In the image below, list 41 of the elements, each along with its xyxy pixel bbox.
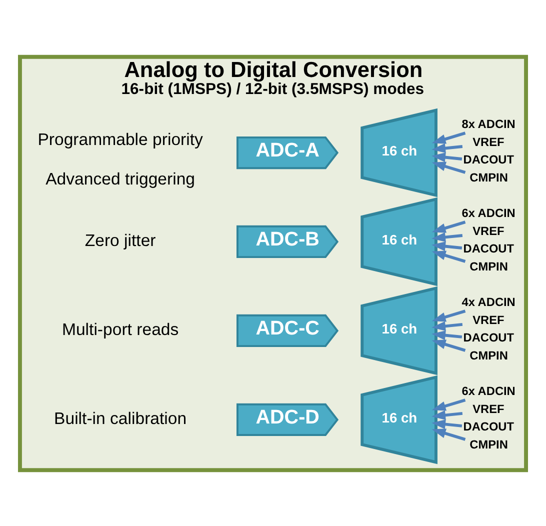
node-text: 8x ADCIN bbox=[462, 116, 516, 131]
arrow bbox=[432, 131, 466, 144]
node-box: 16 ch bbox=[360, 286, 438, 375]
label: Programmable priority bbox=[38, 129, 203, 148]
arrow bbox=[432, 240, 462, 251]
node-text: DACOUT bbox=[463, 152, 514, 166]
arrow bbox=[432, 330, 462, 340]
label: Multi-port reads bbox=[62, 319, 179, 338]
arrow bbox=[432, 142, 463, 153]
arrow bbox=[432, 309, 466, 322]
arrow bbox=[432, 428, 466, 440]
node-box: 16 ch bbox=[360, 108, 438, 197]
label: Zero jitter bbox=[84, 230, 156, 250]
arrow bbox=[432, 398, 466, 410]
node-text: CMPIN bbox=[470, 170, 508, 184]
arrow bbox=[432, 220, 466, 232]
node-text: 6x ADCIN bbox=[462, 384, 516, 398]
arrow bbox=[432, 250, 466, 262]
node-text: 6x ADCIN bbox=[462, 206, 516, 220]
node-text: DACOUT bbox=[463, 330, 514, 344]
node-text: CMPIN bbox=[470, 348, 508, 362]
node-text: VREF bbox=[472, 401, 504, 416]
node-box: 16 ch bbox=[360, 374, 438, 464]
node-text: CMPIN bbox=[470, 259, 508, 274]
arrow bbox=[432, 339, 466, 352]
node-text: CMPIN bbox=[470, 436, 508, 451]
node-text: VREF bbox=[472, 134, 504, 148]
arrow bbox=[432, 418, 462, 429]
label: Built-in calibration bbox=[54, 408, 187, 428]
node-text: DACOUT bbox=[463, 241, 514, 256]
node-box: 16 ch bbox=[360, 196, 438, 286]
node-text: 4x ADCIN bbox=[462, 294, 516, 309]
arrow bbox=[432, 410, 463, 420]
arrow bbox=[432, 161, 466, 174]
arrow bbox=[432, 320, 463, 330]
node-text: VREF bbox=[472, 223, 504, 238]
node-text: VREF bbox=[472, 312, 504, 326]
label: Advanced triggering bbox=[46, 169, 196, 188]
node-text: DACOUT bbox=[463, 419, 514, 434]
arrow bbox=[432, 232, 463, 242]
arrow bbox=[432, 152, 462, 162]
